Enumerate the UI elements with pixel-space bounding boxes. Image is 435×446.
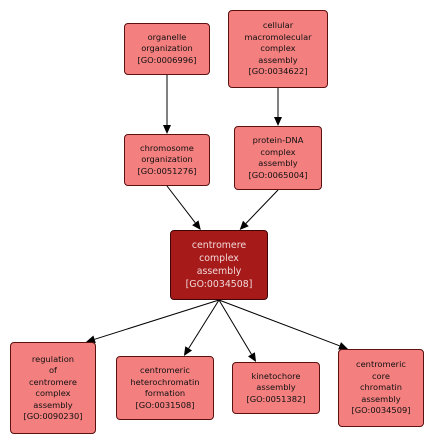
arrowhead-icon bbox=[274, 117, 282, 126]
edge-go0034508-to-go0090230 bbox=[94, 299, 220, 340]
node-protein-dna-complex-assembly[interactable]: protein-DNA complex assembly [GO:0065004… bbox=[234, 126, 322, 190]
node-label: cellular macromolecular complex assembly… bbox=[244, 20, 312, 77]
arrowhead-icon bbox=[86, 335, 96, 344]
node-label: chromosome organization [GO:0051276] bbox=[137, 142, 197, 176]
arrowhead-icon bbox=[239, 220, 249, 230]
node-label: organelle organization [GO:0006996] bbox=[137, 31, 197, 65]
node-centromere-complex-assembly[interactable]: centromere complex assembly [GO:0034508] bbox=[170, 230, 268, 300]
arrowhead-icon bbox=[247, 352, 257, 362]
node-centromeric-heterochromatin-formation[interactable]: centromeric heterochromatin formation [G… bbox=[116, 356, 214, 420]
node-label: protein-DNA complex assembly [GO:0065004… bbox=[248, 135, 308, 180]
node-label: regulation of centromere complex assembl… bbox=[23, 353, 83, 422]
edge-go0051276-to-go0034508 bbox=[166, 185, 196, 224]
node-label: centromere complex assembly [GO:0034508] bbox=[185, 240, 253, 290]
node-centromeric-core-chromatin-assembly[interactable]: centromeric core chromatin assembly [GO:… bbox=[338, 349, 424, 427]
edge-go0034508-to-go0031508 bbox=[188, 299, 220, 349]
edge-go0065004-to-go0034508 bbox=[245, 189, 279, 224]
node-chromosome-organization[interactable]: chromosome organization [GO:0051276] bbox=[124, 134, 210, 186]
node-label: kinetochore assembly [GO:0051382] bbox=[246, 370, 306, 404]
arrowhead-icon bbox=[183, 346, 193, 356]
node-regulation-of-centromere-complex-assembly[interactable]: regulation of centromere complex assembl… bbox=[10, 342, 96, 434]
arrowhead-icon bbox=[338, 342, 348, 350]
node-label: centromeric core chromatin assembly [GO:… bbox=[351, 359, 411, 416]
node-cellular-macromolecular-complex-assembly[interactable]: cellular macromolecular complex assembly… bbox=[228, 10, 328, 88]
node-label: centromeric heterochromatin formation [G… bbox=[130, 365, 200, 410]
arrowhead-icon bbox=[163, 125, 171, 134]
node-organelle-organization[interactable]: organelle organization [GO:0006996] bbox=[124, 23, 210, 75]
node-kinetochore-assembly[interactable]: kinetochore assembly [GO:0051382] bbox=[232, 362, 320, 414]
edge-go0034508-to-go0051382 bbox=[218, 299, 252, 355]
edge-go0034508-to-go0034509 bbox=[218, 299, 340, 347]
arrowhead-icon bbox=[192, 220, 201, 230]
